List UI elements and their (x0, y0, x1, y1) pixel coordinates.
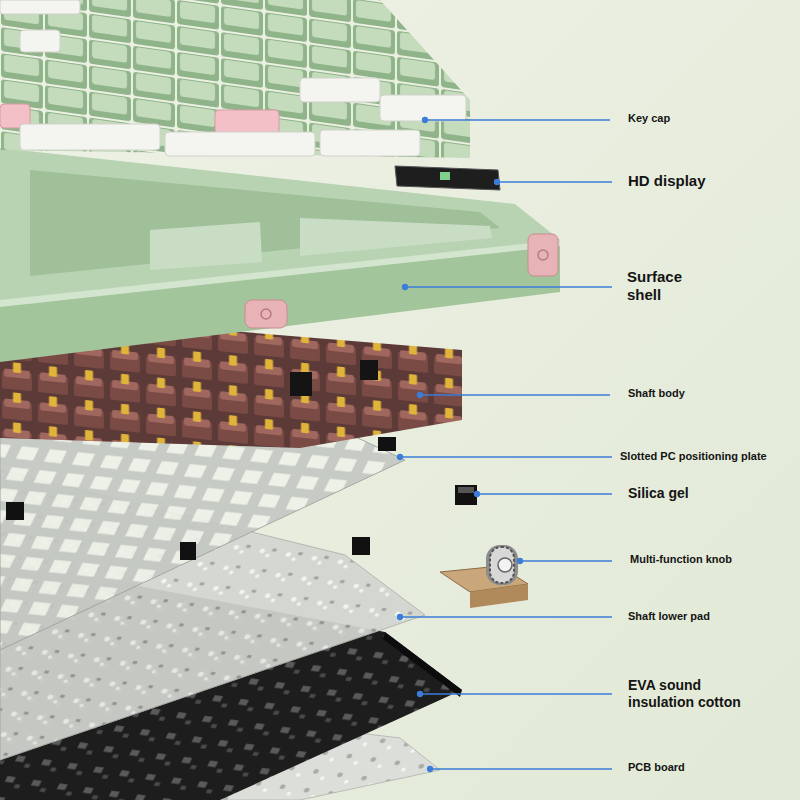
part-label: Key cap (628, 112, 670, 125)
leader-dot (518, 559, 523, 564)
keycap-white (0, 0, 80, 14)
knob (440, 545, 528, 608)
leader-line (497, 181, 612, 182)
switch-black (290, 372, 312, 396)
knob-gear (486, 545, 518, 585)
gel-block (455, 485, 477, 505)
leader-dot (495, 180, 500, 185)
keycap-white (20, 30, 60, 52)
keycap-white (300, 78, 380, 102)
leader-dot (398, 615, 403, 620)
leader-line (405, 286, 612, 287)
leader-dot (423, 118, 428, 123)
leader-dot (418, 393, 423, 398)
button-mark (261, 309, 271, 319)
part-label: Surface shell (627, 268, 699, 304)
leader-line (430, 768, 612, 769)
gel-block (180, 542, 196, 560)
leader-dot (428, 767, 433, 772)
part-label: Multi-function knob (630, 553, 732, 566)
leader-line (400, 456, 612, 457)
leader-line (425, 119, 610, 120)
silica-gel (6, 437, 477, 560)
part-label: Shaft body (628, 387, 685, 400)
leader-line (420, 394, 610, 395)
pink-button (528, 234, 558, 276)
switch-black (360, 360, 378, 380)
display-glyph (440, 172, 450, 180)
part-label: EVA sound insulation cotton (628, 677, 756, 711)
surface-shell (0, 148, 560, 362)
pink-button (245, 300, 287, 328)
keycaps (0, 0, 470, 158)
leader-lines (398, 118, 613, 772)
knob-hub (498, 558, 512, 572)
shell-compartment (150, 222, 262, 270)
eva-edge (383, 632, 462, 697)
keycap-pink (215, 110, 279, 134)
keycap-white (380, 95, 466, 121)
knob-teeth (490, 547, 514, 583)
display-panel (395, 166, 500, 190)
part-label: Shaft lower pad (628, 610, 710, 623)
leader-dot (418, 692, 423, 697)
keycap-white (20, 124, 160, 150)
gel-block (6, 502, 24, 520)
knob-bracket-side (470, 584, 528, 608)
leader-dot (403, 285, 408, 290)
leader-line (520, 560, 612, 561)
shell-compartment (300, 218, 492, 256)
shell-front (0, 240, 560, 362)
part-label: Silica gel (628, 485, 689, 502)
leader-line (477, 493, 612, 494)
keycap-field (0, 0, 470, 158)
leader-dot (475, 492, 480, 497)
shell-edge (0, 240, 560, 307)
keycap-white (320, 130, 420, 156)
hd-display (395, 166, 500, 190)
part-label: Slotted PC positioning plate (620, 450, 767, 463)
leader-dot (398, 455, 403, 460)
gel-block (378, 437, 396, 451)
part-label: HD display (628, 172, 706, 190)
gel-block (352, 537, 370, 555)
button-mark (538, 250, 548, 260)
leader-line (400, 616, 612, 617)
gel-top (458, 487, 474, 493)
keycap-white (165, 132, 315, 156)
part-label: PCB board (628, 761, 685, 774)
leader-line (420, 693, 612, 694)
